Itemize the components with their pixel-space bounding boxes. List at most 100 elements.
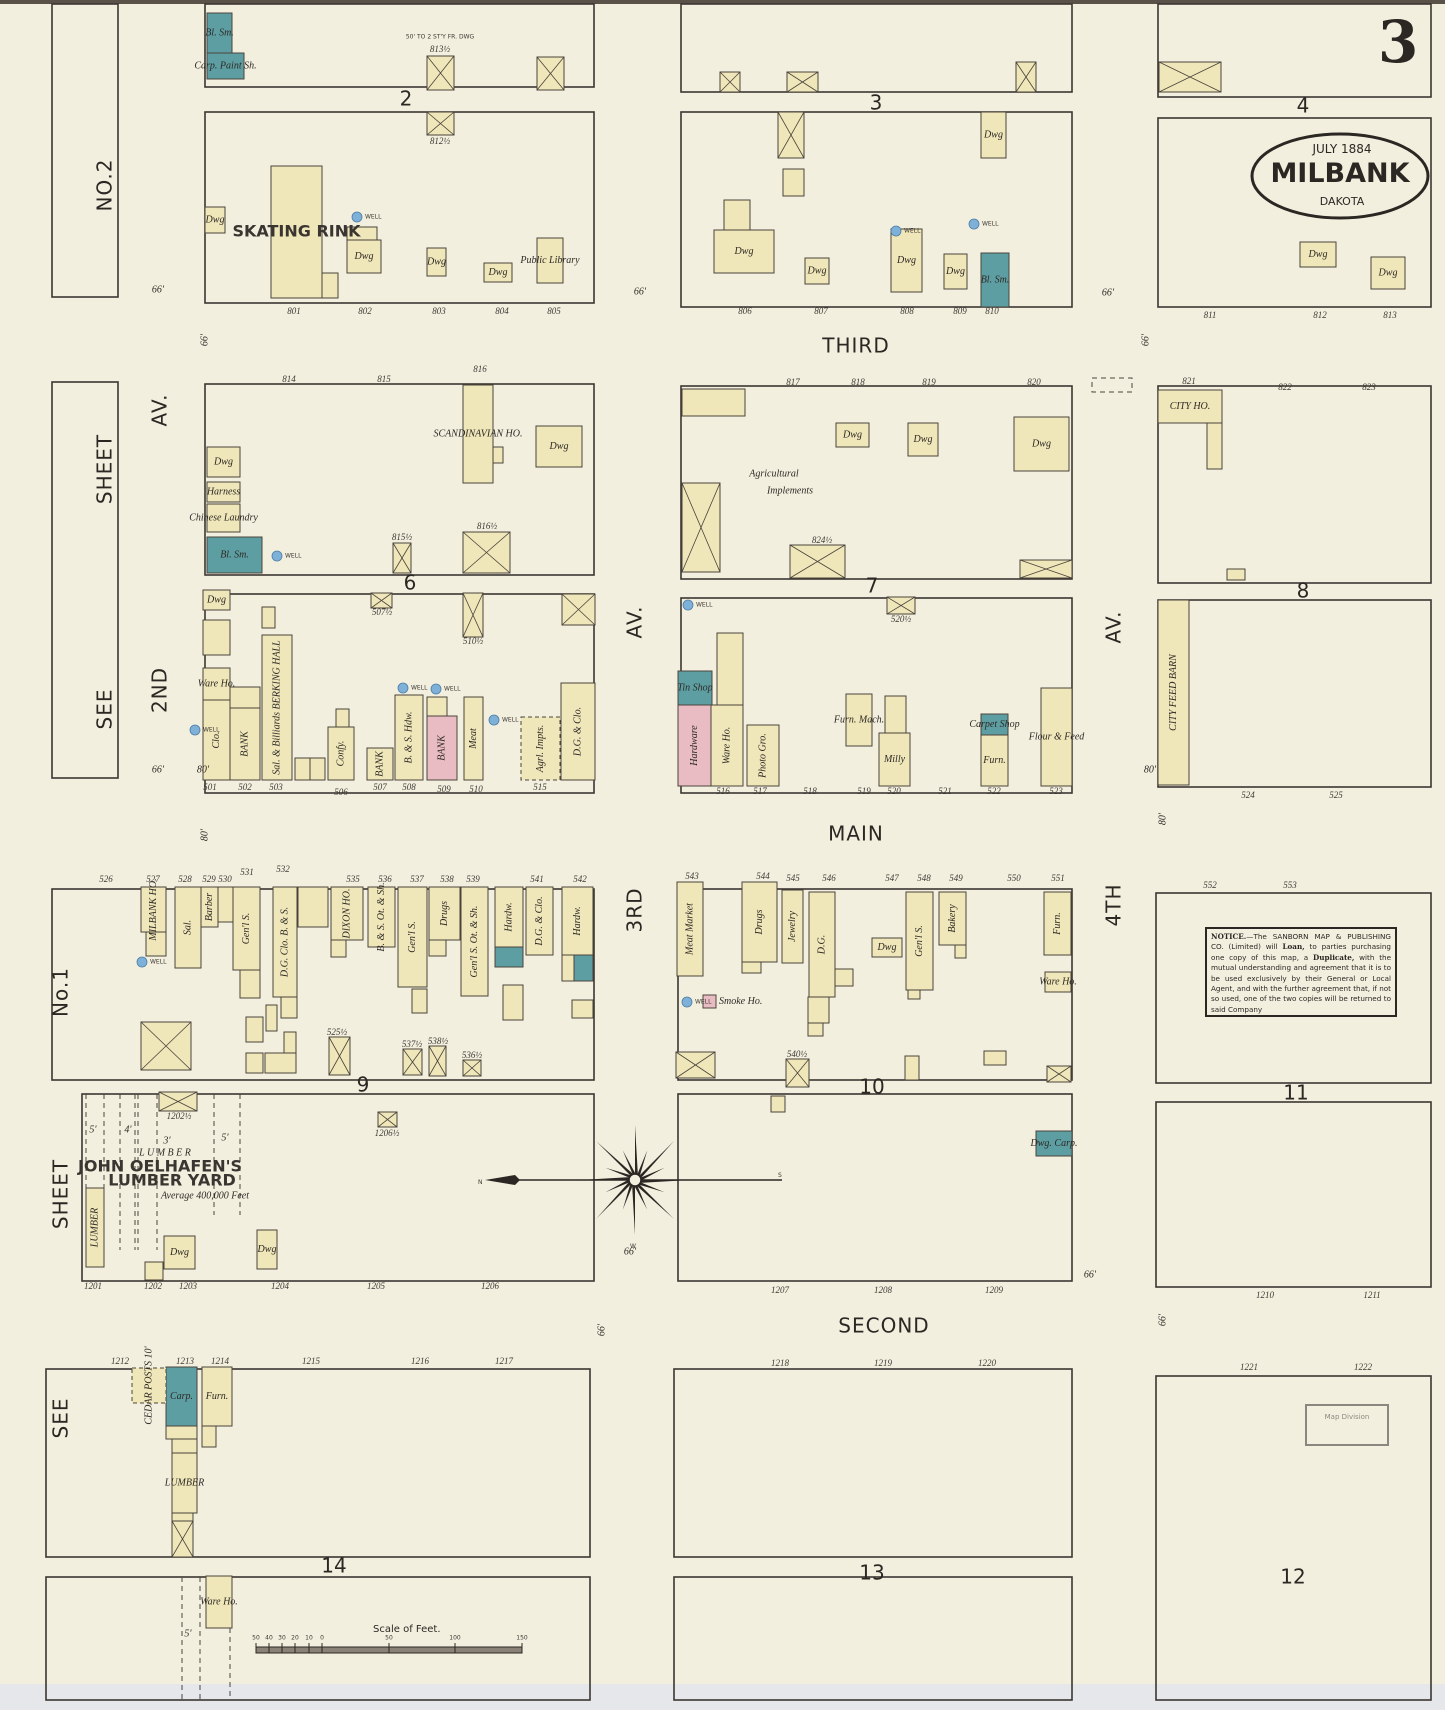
scale-tick-label: 0 xyxy=(320,1635,324,1642)
address-number: 815 xyxy=(377,374,391,384)
building-bank: BANK xyxy=(229,707,261,781)
building-footprint xyxy=(1013,416,1070,472)
sheet-reference: SEE xyxy=(93,689,117,730)
address-number: 803 xyxy=(432,306,446,316)
building-footprint xyxy=(710,704,744,787)
labeled-buildings: Bl. Sm.Carp. Paint Sh.SKATING RINKDwgDwg… xyxy=(85,12,1406,1629)
address-number: 801 xyxy=(287,306,301,316)
building xyxy=(309,757,326,781)
well: WELL xyxy=(430,683,461,695)
building-label: B. & S. Ot. & Sh. xyxy=(376,882,387,951)
building-label: Ware Ho. xyxy=(721,727,732,765)
city-block-outline xyxy=(677,1093,1073,1282)
building-label: Dwg xyxy=(169,1247,189,1258)
building-footprint xyxy=(163,1235,196,1270)
shed-cross xyxy=(428,1045,447,1077)
street-width-label: 80' xyxy=(197,764,210,775)
building-flour-feed: Flour & Feed xyxy=(1028,687,1086,787)
address-number: 539 xyxy=(466,874,480,884)
building-footprint xyxy=(202,699,231,781)
dashed-outline xyxy=(1091,377,1133,393)
street-width-label: 66' xyxy=(624,1246,637,1257)
address-number: 1207 xyxy=(771,1285,790,1295)
address-number: 536 xyxy=(378,874,392,884)
city-block-outline xyxy=(45,1368,591,1558)
address-number: 805 xyxy=(547,306,561,316)
building-d-g-clo-b-s-: D.G. Clo. B. & S. xyxy=(272,886,298,998)
building-dwg: Dwg xyxy=(163,1235,196,1270)
compass-ray xyxy=(634,1180,648,1210)
well: WELL xyxy=(136,956,167,968)
building-footprint xyxy=(270,165,323,299)
building xyxy=(245,1052,264,1074)
building-label: Dwg xyxy=(426,256,446,267)
building xyxy=(297,886,329,928)
city-block-outline xyxy=(1155,1375,1432,1701)
building-footprint xyxy=(676,881,704,977)
building xyxy=(426,696,448,717)
building-label: Dwg xyxy=(807,265,827,276)
shed-cross xyxy=(462,531,511,574)
building-footprint xyxy=(206,481,241,503)
building-dwg: Dwg xyxy=(535,425,583,468)
building-label: Agrl. Impts. xyxy=(535,725,546,774)
compass-west-letter: W xyxy=(630,1243,636,1250)
well: WELL xyxy=(968,218,999,230)
building-label: Meat Market xyxy=(684,903,695,956)
building-footprint xyxy=(256,1229,278,1270)
building-bakery: Bakery xyxy=(938,891,967,946)
building xyxy=(571,999,594,1019)
building-label: Public Library xyxy=(519,255,580,266)
lumber-bay-width: 4' xyxy=(124,1124,132,1135)
street-name-second: SECOND xyxy=(838,1314,929,1338)
well-label: WELL xyxy=(696,602,713,609)
building-footprint xyxy=(1370,256,1406,290)
address-number: 1204 xyxy=(271,1281,290,1291)
city-block-outline xyxy=(1157,3,1432,98)
address-number: 529 xyxy=(202,874,216,884)
building-label: Flour & Feed xyxy=(1028,731,1086,742)
building-harness: Harness xyxy=(206,481,241,503)
building-footprint xyxy=(561,886,594,956)
building xyxy=(280,996,298,1019)
block-number: 7 xyxy=(866,574,879,598)
building-label: Hardw. xyxy=(503,902,514,932)
building-label: Dwg xyxy=(983,129,1003,140)
building-footprint xyxy=(808,891,836,998)
address-number: 1202 xyxy=(144,1281,163,1291)
building-footprint xyxy=(943,253,968,290)
address-number: 1208 xyxy=(874,1285,893,1295)
well-label: WELL xyxy=(150,959,167,966)
lumber-yard-name: JOHN OELHAFEN'S xyxy=(77,1157,242,1176)
building-label: Sal. xyxy=(182,920,193,935)
address-number: 1216 xyxy=(411,1356,430,1366)
block-number: 13 xyxy=(859,1561,884,1585)
building-d-g-: D.G. xyxy=(808,891,836,998)
building-footprint xyxy=(330,886,364,941)
well: WELL xyxy=(682,599,713,611)
shed-cross xyxy=(426,111,455,136)
address-number: 538½ xyxy=(428,1036,449,1046)
building xyxy=(807,996,830,1024)
building-bl-sm-: Bl. Sm. xyxy=(206,536,263,574)
address-number: 518 xyxy=(803,786,817,796)
building-clo-: Clo. xyxy=(202,699,231,781)
building-label: Milly xyxy=(883,754,906,765)
building-label: Furn. xyxy=(1052,912,1063,936)
building-dwg: Dwg xyxy=(202,589,231,611)
street-width-label: 66' xyxy=(1157,1313,1168,1326)
building-footprint xyxy=(229,707,261,781)
building-label: Dwg xyxy=(205,214,225,225)
building-label: Dwg xyxy=(213,456,233,467)
building-lumber: LUMBER xyxy=(164,1452,204,1514)
address-number: 538 xyxy=(440,874,454,884)
building-dwg: Dwg xyxy=(346,239,382,274)
shed-cross xyxy=(370,592,393,609)
shed-cross xyxy=(328,1036,351,1076)
compass-ray xyxy=(632,1180,635,1235)
street-name-main: MAIN xyxy=(828,822,884,846)
building-label: Dwg xyxy=(842,429,862,440)
well: WELL xyxy=(271,550,302,562)
building-dwg: Dwg xyxy=(890,228,923,293)
well-icon xyxy=(189,724,201,736)
